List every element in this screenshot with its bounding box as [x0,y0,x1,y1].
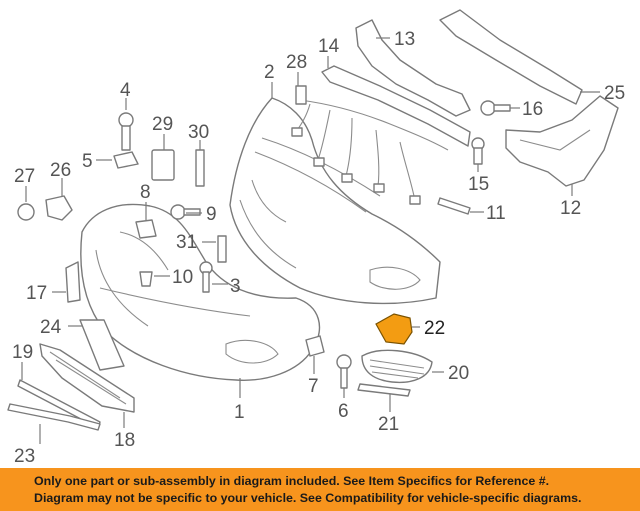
molding-strip-21 [357,383,411,397]
callout-10: 10 [172,267,193,288]
clip-5 [113,151,139,169]
callout-19: 19 [12,342,33,363]
callout-7: 7 [308,376,319,397]
disclaimer-line-2: Diagram may not be specific to your vehi… [34,491,582,505]
callout-31: 31 [176,232,197,253]
callout-28: 28 [286,52,307,73]
pin-31 [217,235,227,263]
bracket-8 [135,219,157,239]
callout-27: 27 [14,166,35,187]
bolt-3 [199,261,213,293]
callout-29: 29 [152,114,173,135]
bolt-9 [170,204,201,220]
rod-30 [195,149,205,187]
screw-4 [118,112,134,151]
module-29 [151,149,175,181]
callout-2: 2 [264,62,275,83]
callout-4: 4 [120,80,131,101]
leader-lines [21,37,600,444]
molding-strip-11 [437,197,471,215]
screw-6 [336,354,352,389]
impact-absorber-bar [321,19,471,147]
side-bracket [505,95,619,187]
callout-30: 30 [188,122,209,143]
bumper-cover-upper [229,97,441,305]
bolt-16 [480,100,511,116]
disclaimer-line-1: Only one part or sub-assembly in diagram… [34,474,550,488]
callout-14: 14 [318,36,340,57]
callout-12: 12 [560,198,581,219]
wiring-harness [291,85,449,205]
sensor-26 [45,195,73,221]
callout-labels: 1 2 3 4 5 6 7 8 9 10 11 12 13 14 15 16 1… [12,29,625,467]
callout-26: 26 [50,160,71,181]
callout-25: 25 [604,83,625,104]
callout-5: 5 [82,151,93,172]
callout-22: 22 [424,318,445,339]
callout-20: 20 [448,363,469,384]
highlighted-bracket [375,313,413,345]
mounting-bracket-17 [65,261,81,303]
callout-9: 9 [206,204,217,225]
callout-16: 16 [522,99,543,120]
molding-strip-23 [7,403,101,431]
callout-21: 21 [378,414,399,435]
rivet-10 [139,271,153,287]
callout-3: 3 [230,276,241,297]
callout-17: 17 [26,283,47,304]
callout-11: 11 [486,203,506,224]
callout-6: 6 [338,401,349,422]
fog-lamp-grille [361,349,433,384]
disclaimer-banner: Only one part or sub-assembly in diagram… [0,468,640,511]
exploded-bumper-diagram: 1 2 3 4 5 6 7 8 9 10 11 12 13 14 15 16 1… [7,9,625,467]
ring-27 [17,203,35,221]
bolt-15 [471,137,485,165]
callout-15: 15 [468,174,489,195]
clip-7 [305,335,325,357]
callout-24: 24 [40,317,62,338]
callout-8: 8 [140,182,151,203]
callout-23: 23 [14,446,35,467]
license-plate-bracket [79,319,125,371]
reinforcement-bracket-upper [439,9,583,105]
callout-1: 1 [234,402,245,423]
callout-13: 13 [394,29,415,50]
callout-18: 18 [114,430,135,451]
